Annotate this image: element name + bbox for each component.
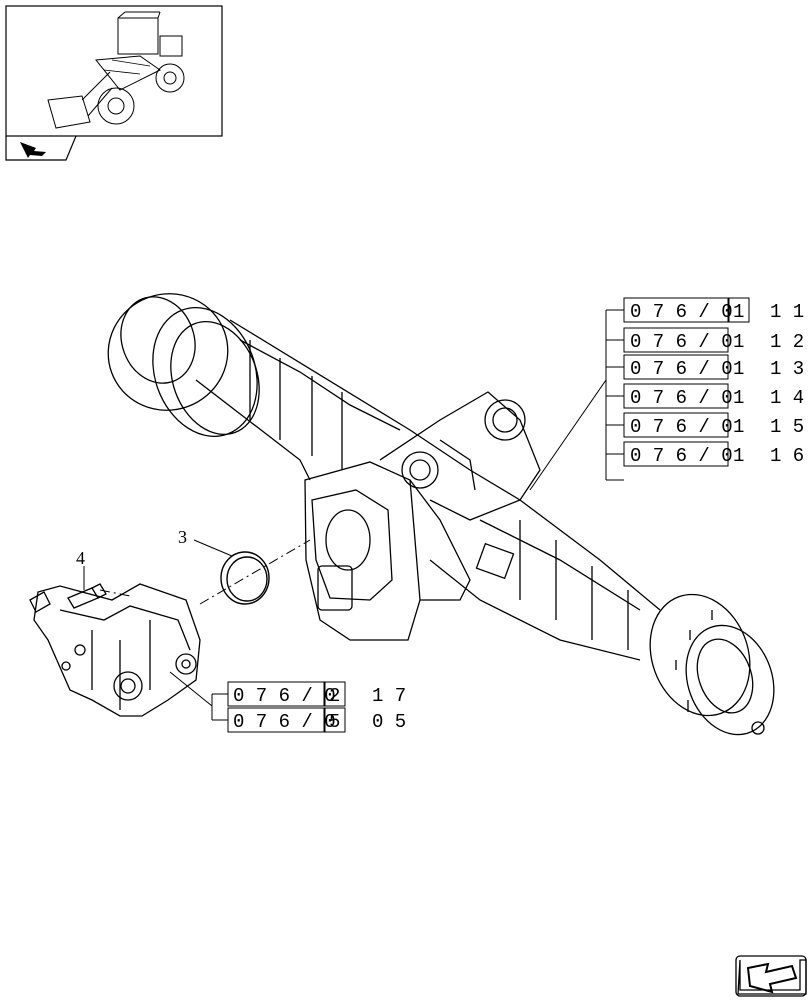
ref-suffix: 1 7 [372, 685, 406, 707]
ref-suffix: 1 1 [770, 301, 804, 323]
ref-row[interactable]: 0 7 6 / 0 1 1 6 [623, 441, 804, 467]
ref-row[interactable]: 0 7 6 / 0 1 1 3 [623, 354, 804, 380]
ref-box: 2 [329, 685, 340, 707]
ref-box: 1 [733, 416, 744, 438]
hydraulic-motor [29, 583, 201, 717]
ref-suffix: 1 2 [770, 331, 804, 353]
ref-row[interactable]: 0 7 6 / 0 1 1 4 [623, 383, 804, 409]
ref-box: 1 [733, 445, 744, 467]
callout-leaders [83, 309, 624, 721]
ref-suffix: 1 6 [770, 445, 804, 467]
bolt-part-4 [67, 583, 107, 609]
reference-group-right[interactable]: 0 7 6 / 0 1 1 1 0 7 6 / 0 1 1 2 0 7 6 / … [623, 297, 804, 467]
ref-row[interactable]: 0 7 6 / 0 1 1 5 [623, 412, 804, 438]
ref-row[interactable]: 0 7 6 / 0 2 1 7 [227, 681, 406, 707]
ref-suffix: 1 4 [770, 387, 804, 409]
ref-code: 0 7 6 / 0 [233, 685, 336, 707]
ref-suffix: 1 5 [770, 416, 804, 438]
ref-code: 0 7 6 / 0 [630, 331, 733, 353]
next-page-arrow-icon[interactable] [735, 955, 807, 997]
ref-code: 0 7 6 / 0 [630, 445, 733, 467]
axle-assembly [107, 293, 775, 736]
callout-part-4: 4 [76, 548, 85, 568]
ref-code: 0 7 6 / 0 [630, 358, 733, 380]
ref-row[interactable]: 0 7 6 / 0 1 1 2 [623, 327, 804, 353]
o-ring-part-3 [220, 551, 270, 605]
ref-suffix: 1 3 [770, 358, 804, 380]
thumbnail-frame[interactable] [5, 5, 223, 161]
ref-code: 0 7 6 / 0 [630, 387, 733, 409]
ref-code: 0 7 6 / 0 [630, 416, 733, 438]
reference-group-left[interactable]: 0 7 6 / 0 2 1 7 0 7 6 / 0 5 0 5 [227, 681, 406, 733]
ref-box: 5 [329, 711, 340, 733]
ref-box: 1 [733, 387, 744, 409]
ref-box: 1 [733, 331, 744, 353]
wheel-loader-thumbnail-icon [47, 11, 185, 129]
ref-box: 1 [733, 301, 744, 323]
ref-row[interactable]: 0 7 6 / 0 5 0 5 [227, 707, 406, 733]
ref-row[interactable]: 0 7 6 / 0 1 1 1 [623, 297, 804, 323]
ref-code: 0 7 6 / 0 [233, 711, 336, 733]
ref-code: 0 7 6 / 0 [630, 301, 733, 323]
callout-part-3: 3 [178, 527, 187, 547]
ref-box: 1 [733, 358, 744, 380]
alignment-lines [99, 539, 311, 605]
ref-suffix: 0 5 [372, 711, 406, 733]
arrow-icon[interactable] [20, 142, 46, 158]
